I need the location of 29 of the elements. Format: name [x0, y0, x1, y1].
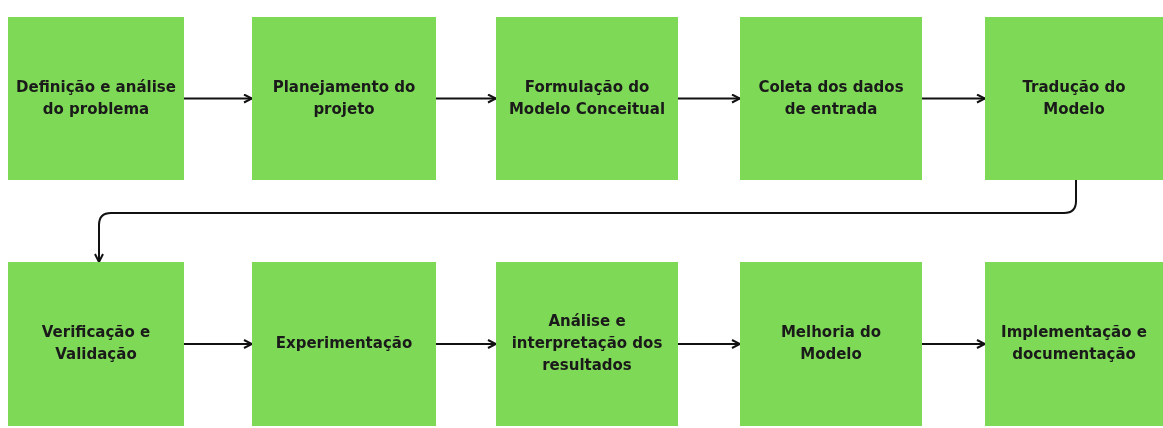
arrow [94, 179, 1077, 263]
process-box [740, 17, 922, 180]
step-label: Experimentação [275, 333, 413, 355]
arrow [183, 339, 253, 349]
process-box [252, 262, 436, 426]
arrow [677, 93, 741, 104]
step-label: Definição e análise do problema [16, 76, 176, 120]
step-label: Planejamento do projeto [271, 76, 417, 120]
process-box [985, 17, 1163, 180]
step-label: Verificação e Validação [40, 322, 152, 365]
step-label: Melhoria do Modelo [779, 322, 883, 365]
process-box [496, 262, 678, 426]
step-label: Implementação e documentação [1000, 322, 1148, 365]
arrow [435, 339, 497, 349]
arrow [921, 339, 986, 349]
step-label: Formulação do Modelo Conceitual [507, 76, 667, 120]
process-box [8, 17, 184, 180]
arrow [435, 93, 497, 104]
arrow [183, 93, 253, 104]
arrow [921, 93, 986, 104]
process-box [496, 17, 678, 180]
process-box [740, 262, 922, 426]
step-label: Análise e interpretação dos resultados [510, 311, 664, 376]
step-label: Coleta dos dados de entrada [757, 76, 905, 120]
process-box [8, 262, 184, 426]
arrow [677, 339, 741, 349]
process-box [252, 17, 436, 180]
step-label: Tradução do Modelo [1021, 76, 1127, 120]
process-box [985, 262, 1163, 426]
